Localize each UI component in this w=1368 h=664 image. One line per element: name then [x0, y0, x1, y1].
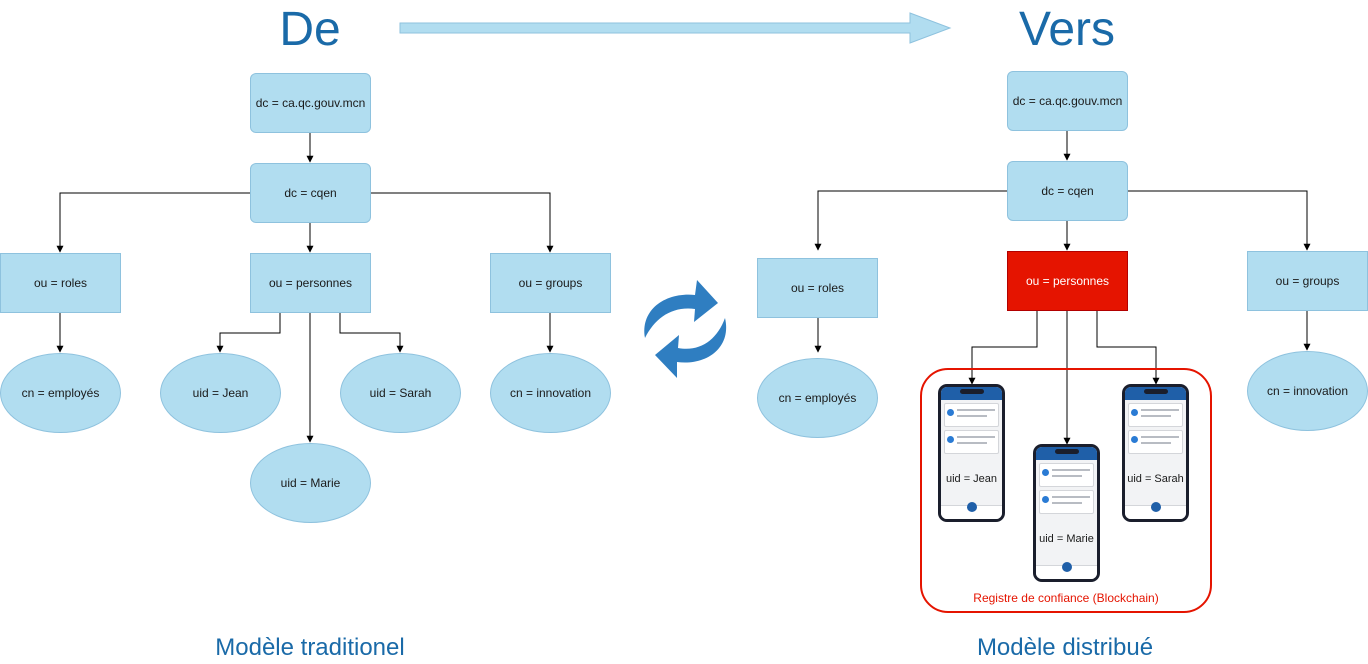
phone-card	[944, 403, 999, 427]
phone-marie: uid = Marie	[1033, 444, 1100, 582]
trad-caption: Modèle traditionel	[215, 634, 405, 661]
phone-tabbar	[1125, 502, 1186, 519]
phone-card	[1039, 463, 1094, 487]
right-arrow-icon	[399, 12, 952, 44]
dist-dc-node: dc = cqen	[1007, 161, 1128, 221]
trad-ou-roles-node: ou = roles	[0, 253, 121, 313]
phone-sarah: uid = Sarah	[1122, 384, 1189, 522]
phone-uid-label: uid = Jean	[945, 473, 998, 485]
phone-notch	[959, 389, 984, 394]
dist-root-node: dc = ca.qc.gouv.mcn	[1007, 71, 1128, 131]
phone-tabbar	[941, 502, 1002, 519]
phone-jean: uid = Jean	[938, 384, 1005, 522]
sync-icon	[644, 280, 727, 378]
trad-cn-employes-node: cn = employés	[0, 353, 121, 433]
registry-label: Registre de confiance (Blockchain)	[973, 591, 1159, 605]
trad-uid-sarah-node: uid = Sarah	[340, 353, 461, 433]
dist-ou-personnes-node: ou = personnes	[1007, 251, 1128, 311]
dist-cn-employes-node: cn = employés	[757, 358, 878, 438]
trad-dc-node: dc = cqen	[250, 163, 371, 223]
dist-ou-roles-node: ou = roles	[757, 258, 878, 318]
phone-uid-label: uid = Sarah	[1127, 473, 1184, 485]
dist-caption: Modèle distribué	[976, 634, 1154, 661]
trad-cn-innovation-node: cn = innovation	[490, 353, 611, 433]
dist-ou-groups-node: ou = groups	[1247, 251, 1368, 311]
phone-notch	[1054, 449, 1079, 454]
phone-card	[1128, 430, 1183, 454]
trad-root-node: dc = ca.qc.gouv.mcn	[250, 73, 371, 133]
trad-ou-personnes-node: ou = personnes	[250, 253, 371, 313]
phone-notch	[1143, 389, 1168, 394]
trad-uid-jean-node: uid = Jean	[160, 353, 281, 433]
phone-card	[944, 430, 999, 454]
phone-tabbar	[1036, 562, 1097, 579]
trad-ou-groups-node: ou = groups	[490, 253, 611, 313]
to-title: Vers	[1018, 3, 1116, 56]
phone-card	[1128, 403, 1183, 427]
from-title: De	[279, 3, 341, 56]
dist-cn-innovation-node: cn = innovation	[1247, 351, 1368, 431]
trad-uid-marie-node: uid = Marie	[250, 443, 371, 523]
blockchain-registry	[920, 368, 1212, 613]
phone-card	[1039, 490, 1094, 514]
phone-uid-label: uid = Marie	[1039, 533, 1094, 545]
